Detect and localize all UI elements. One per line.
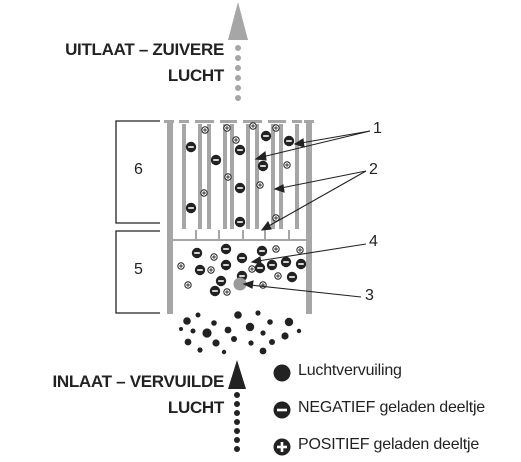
negative-particle bbox=[220, 243, 232, 255]
negative-particle bbox=[210, 154, 222, 166]
negative-particle bbox=[191, 247, 203, 259]
positive-particle bbox=[177, 262, 185, 270]
callout-3: 3 bbox=[365, 287, 374, 304]
positive-particle bbox=[201, 126, 209, 134]
positive-particle bbox=[223, 124, 231, 132]
collector-plates bbox=[182, 124, 299, 229]
positive-particle bbox=[210, 253, 218, 261]
positive-particle bbox=[296, 246, 304, 254]
legend-icons bbox=[273, 364, 291, 456]
section-label-upper: 6 bbox=[134, 161, 143, 178]
ionizer-particles bbox=[177, 243, 307, 297]
negative-legend-icon bbox=[273, 401, 291, 419]
collected-particles bbox=[185, 122, 295, 228]
filter-grid bbox=[173, 230, 306, 241]
outlet-label-line1: UITLAAT – ZUIVERE bbox=[65, 40, 224, 59]
positive-particle bbox=[249, 122, 257, 130]
negative-particle bbox=[185, 202, 197, 214]
positive-particle bbox=[248, 265, 256, 273]
legend-positive-label: POSITIEF geladen deeltje bbox=[298, 436, 480, 453]
positive-particle bbox=[200, 189, 208, 197]
positive-particle bbox=[274, 272, 282, 280]
positive-particle bbox=[283, 161, 291, 169]
outlet-label-line2: LUCHT bbox=[167, 66, 224, 85]
positive-particle bbox=[207, 266, 215, 274]
negative-particle bbox=[283, 135, 295, 147]
housing-walls bbox=[164, 120, 314, 314]
positive-particle bbox=[272, 245, 280, 253]
positive-particle bbox=[232, 136, 240, 144]
positive-particle bbox=[259, 281, 267, 289]
section-bracket-lower bbox=[115, 230, 160, 314]
ionizer-element bbox=[233, 277, 247, 291]
negative-particle bbox=[286, 271, 298, 283]
negative-particle bbox=[185, 141, 197, 153]
pollution-legend-icon bbox=[273, 364, 291, 382]
positive-particle bbox=[272, 124, 280, 132]
inlet-label-line1: INLAAT – VERVUILDE bbox=[52, 372, 224, 391]
plate-caps bbox=[179, 120, 302, 123]
incoming-pollution bbox=[179, 310, 302, 355]
section-label-lower: 5 bbox=[134, 261, 143, 278]
section-bracket-upper bbox=[115, 120, 160, 224]
legend-pollution-label: Luchtvervuiling bbox=[298, 362, 402, 379]
inlet-label-line2: LUCHT bbox=[167, 398, 224, 417]
negative-particle bbox=[215, 275, 227, 287]
callout-lines bbox=[242, 130, 371, 298]
negative-particle bbox=[295, 258, 307, 270]
negative-particle bbox=[234, 182, 246, 194]
negative-particle bbox=[266, 259, 278, 271]
callout-1: 1 bbox=[373, 120, 382, 137]
negative-particle bbox=[234, 216, 246, 228]
positive-particle bbox=[223, 288, 231, 296]
negative-particle bbox=[280, 256, 292, 268]
negative-particle bbox=[234, 144, 246, 156]
positive-legend-icon bbox=[273, 438, 291, 456]
positive-particle bbox=[224, 173, 232, 181]
negative-particle bbox=[256, 245, 268, 257]
callout-2: 2 bbox=[369, 161, 378, 178]
negative-particle bbox=[194, 264, 206, 276]
outlet-arrow bbox=[228, 2, 248, 101]
positive-particle bbox=[256, 181, 264, 189]
inlet-arrow bbox=[228, 360, 246, 452]
negative-particle bbox=[260, 130, 272, 142]
callout-4: 4 bbox=[369, 233, 378, 250]
negative-particle bbox=[220, 259, 232, 271]
positive-particle bbox=[184, 281, 192, 289]
negative-particle bbox=[257, 160, 269, 172]
negative-particle bbox=[254, 262, 266, 274]
negative-particle bbox=[209, 285, 221, 297]
legend-negative-label: NEGATIEF geladen deeltje bbox=[298, 399, 486, 416]
negative-particle bbox=[236, 252, 248, 264]
